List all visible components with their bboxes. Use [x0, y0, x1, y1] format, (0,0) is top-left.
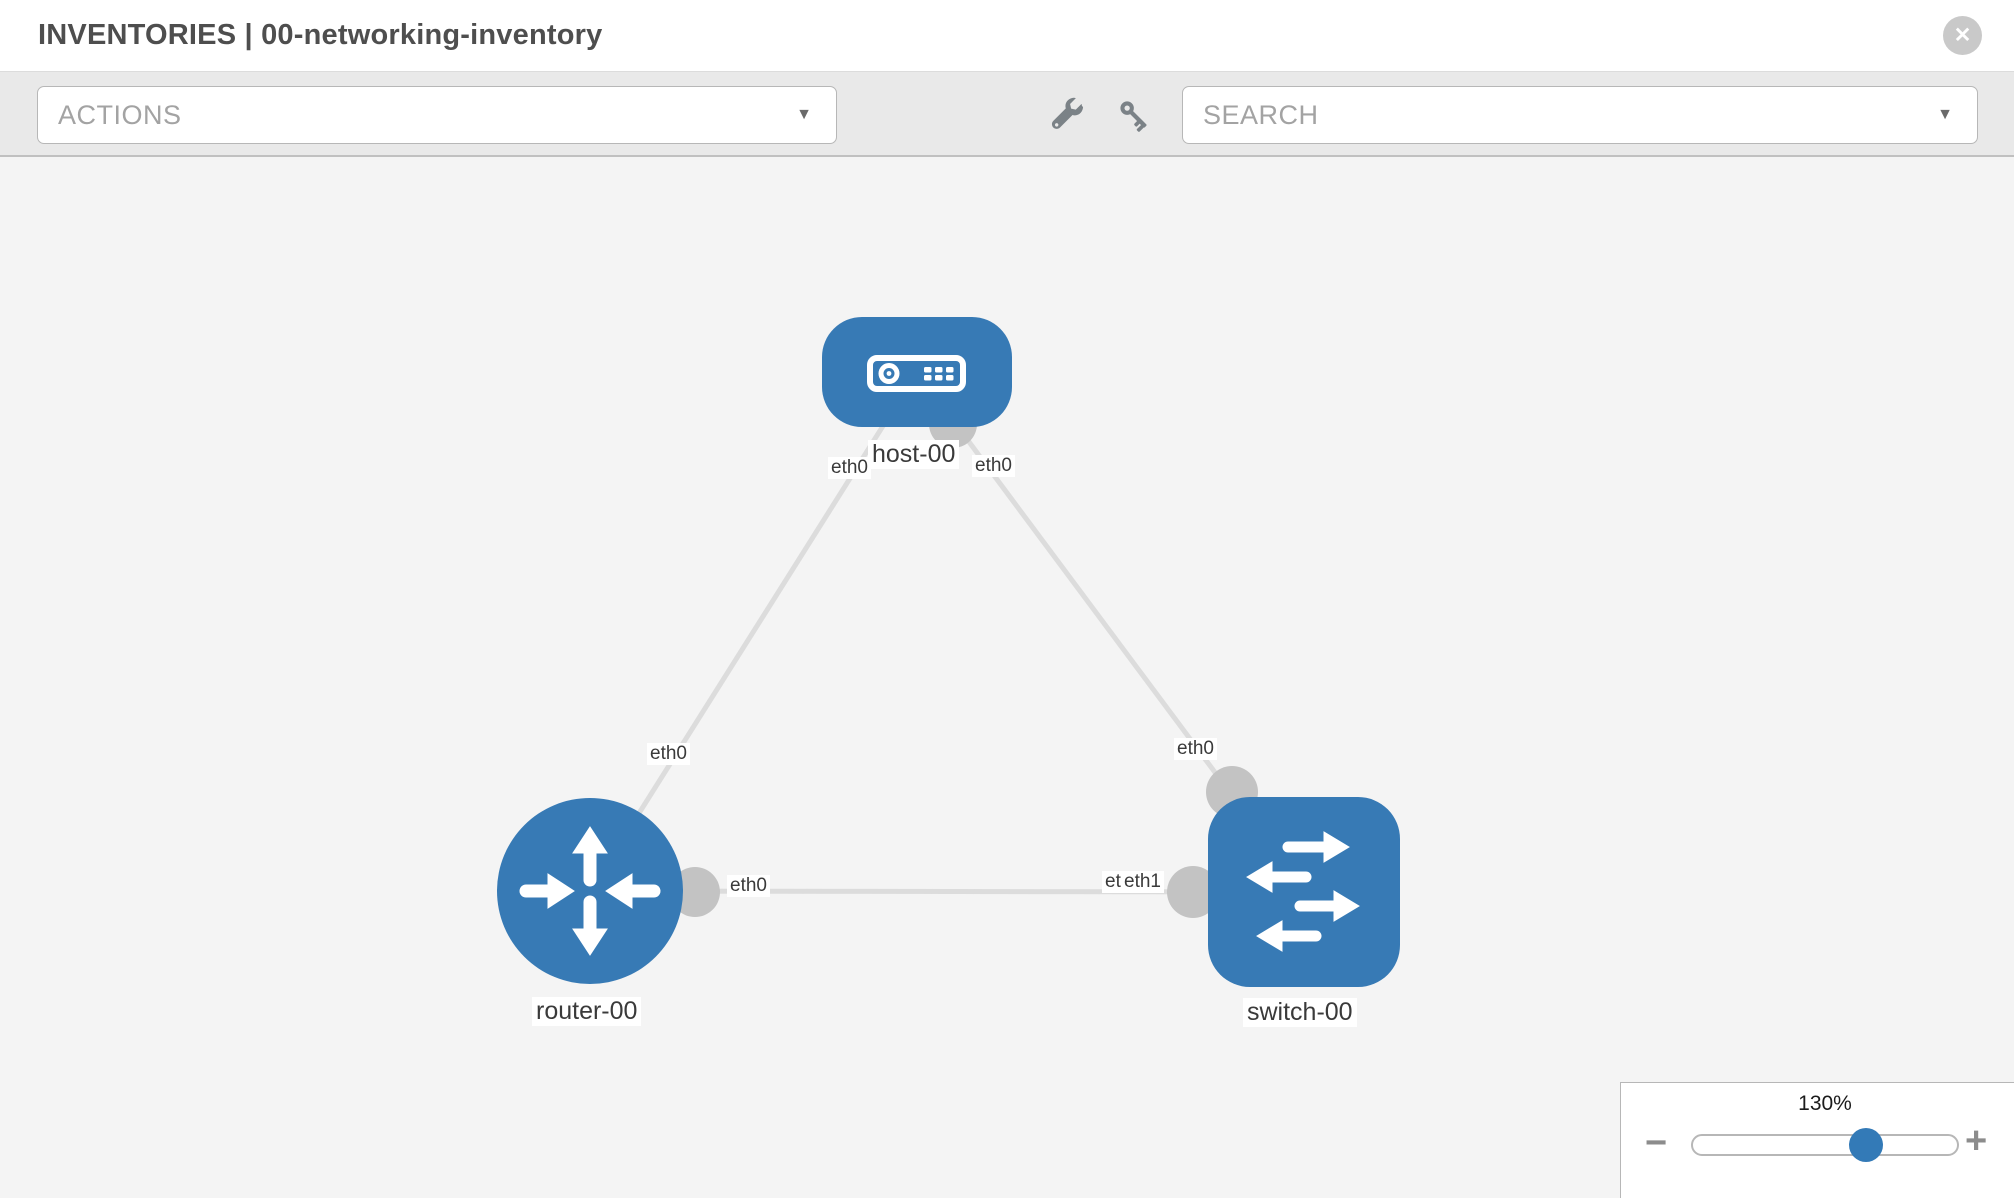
node-label-switch-00: switch-00 — [1243, 998, 1357, 1027]
router-icon — [519, 826, 661, 956]
chevron-down-icon: ▼ — [796, 106, 812, 123]
close-icon: ✕ — [1953, 24, 1972, 47]
zoom-out-button[interactable]: − — [1645, 1122, 1668, 1164]
node-switch-00[interactable] — [1208, 797, 1400, 987]
key-icon[interactable] — [1116, 97, 1153, 134]
node-label-host-00: host-00 — [868, 440, 960, 469]
switch-icon — [1246, 831, 1360, 952]
interface-label: eth0 — [828, 457, 871, 479]
interface-label: eth0 — [972, 455, 1015, 477]
zoom-slider-thumb[interactable] — [1849, 1128, 1883, 1162]
interface-connector — [1167, 866, 1219, 918]
search-dropdown[interactable]: SEARCH ▼ — [1182, 86, 1978, 144]
interface-connector — [670, 867, 720, 917]
interface-connectors — [670, 400, 1258, 918]
zoom-slider[interactable] — [1691, 1128, 1959, 1162]
host-icon — [867, 355, 966, 392]
toolbar: ACTIONS ▼ SEARCH ▼ — [0, 71, 2014, 157]
page-header: INVENTORIES | 00-networking-inventory ✕ — [0, 0, 2014, 71]
topology-canvas[interactable]: eth0 eth0 eth0 eth0 eth0 eth0 eth1 host-… — [0, 157, 2014, 1198]
page-title: INVENTORIES | 00-networking-inventory — [38, 19, 603, 51]
close-button[interactable]: ✕ — [1943, 16, 1982, 55]
interface-label: eth0 — [727, 875, 770, 897]
search-dropdown-label: SEARCH — [1203, 99, 1319, 130]
chevron-down-icon: ▼ — [1937, 106, 1953, 123]
actions-dropdown-label: ACTIONS — [58, 99, 182, 130]
zoom-in-button[interactable]: + — [1965, 1120, 1988, 1162]
zoom-level: 130% — [1798, 1092, 1852, 1115]
node-router-00[interactable] — [497, 798, 683, 984]
interface-label: eth0 — [647, 743, 690, 765]
node-label-router-00: router-00 — [532, 997, 642, 1026]
wrench-icon[interactable] — [1048, 97, 1085, 134]
interface-label-overlap: eth0 eth1 — [1102, 871, 1172, 895]
zoom-panel: 130% − + — [1620, 1082, 2014, 1198]
interface-label: eth0 — [1174, 738, 1217, 760]
actions-dropdown[interactable]: ACTIONS ▼ — [37, 86, 837, 144]
node-host-00[interactable] — [822, 317, 1012, 427]
interface-label: eth1 — [1122, 871, 1164, 893]
